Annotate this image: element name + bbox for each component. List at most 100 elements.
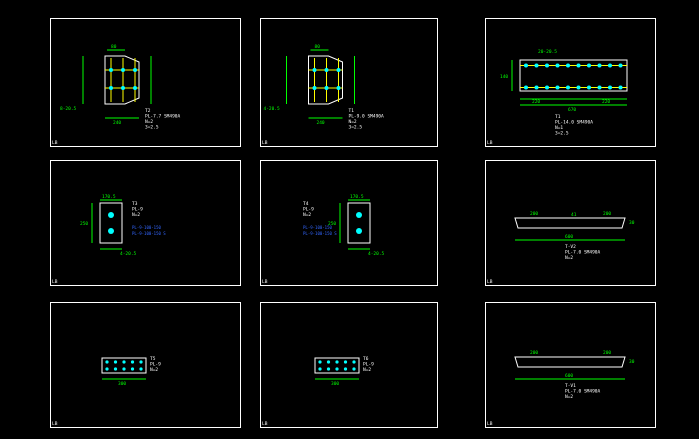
dimension-text: 4-20.5: [120, 251, 137, 257]
part-label: T-V2: [565, 244, 576, 250]
bolt-hole: [318, 367, 322, 371]
bolt-hole: [597, 63, 602, 68]
bolt-hole: [587, 85, 591, 90]
bolt-hole: [336, 86, 341, 90]
part-label: 3=2.5: [349, 125, 363, 131]
bolt-hole: [356, 212, 362, 218]
panel-frame: [485, 18, 656, 147]
bolt-hole: [356, 228, 362, 234]
panel-frame: [50, 302, 241, 428]
panel-frame: [260, 18, 438, 147]
part-label: T1: [555, 114, 561, 120]
panel-tag: LB: [487, 279, 493, 285]
bolt-hole: [326, 360, 331, 364]
panel-frame: [50, 160, 241, 286]
bolt-hole: [113, 367, 118, 371]
bolt-hole: [555, 85, 560, 90]
bolt-hole: [555, 63, 560, 68]
bolt-hole: [324, 86, 329, 90]
bolt-hole: [524, 63, 528, 68]
dimension-text: 4-20.5: [368, 251, 385, 257]
bolt-hole: [105, 367, 109, 371]
part-label: T3: [132, 201, 138, 207]
drawing-panel-p4: LB170.54-20.5250PL-9-100-150PL-9-100-150…: [50, 160, 241, 286]
part-label: PL-9.0 SM490A: [349, 114, 385, 120]
bolt-hole: [545, 85, 549, 90]
part-label: N=2: [132, 212, 140, 218]
part-label: PL-9: [132, 207, 143, 213]
bolt-hole: [343, 367, 348, 371]
part-label: PL-9: [150, 362, 161, 368]
dimension-text: 200: [530, 211, 538, 217]
bolt-hole: [545, 63, 549, 68]
bolt-hole: [335, 367, 339, 371]
dimension-text: 30: [629, 220, 635, 226]
dimension-text: 300: [118, 381, 126, 387]
bolt-hole: [113, 360, 118, 364]
bolt-hole: [122, 360, 126, 364]
bolt-hole: [130, 360, 135, 364]
bolt-hole: [576, 63, 581, 68]
bolt-hole: [324, 68, 329, 72]
section-outline: [99, 202, 123, 244]
part-label: PL-7.7 SM490A: [145, 114, 181, 120]
part-label: N=2: [145, 119, 153, 125]
part-label: T1: [349, 108, 355, 114]
bolt-hole: [318, 360, 322, 364]
panel-tag: LB: [262, 279, 268, 285]
panel-frame: [50, 18, 241, 147]
bolt-hole: [608, 63, 612, 68]
bolt-hole: [122, 367, 126, 371]
bolt-hole: [576, 85, 581, 90]
part-label: 3=2.5: [555, 131, 569, 137]
bolt-hole: [130, 367, 135, 371]
panel-tag: LB: [262, 140, 268, 146]
part-label: 3=2.5: [145, 125, 159, 131]
panel-tag: LB: [487, 421, 493, 427]
part-label: N=2: [565, 394, 573, 400]
bolt-hole: [133, 86, 137, 90]
part-label: T6: [363, 356, 369, 362]
panel-frame: [485, 160, 656, 286]
part-label: PL-7.0 SM490A: [565, 389, 601, 395]
bolt-hole: [618, 85, 623, 90]
plate-outline: [101, 357, 147, 374]
bolt-hole: [312, 86, 317, 90]
note-text: PL-9-100-150: [132, 225, 161, 230]
bolt-hole: [133, 68, 137, 72]
section-outline: [347, 202, 371, 244]
bolt-hole: [139, 367, 143, 371]
dimension-text: 8-20.5: [60, 106, 77, 112]
panel-tag: LB: [262, 421, 268, 427]
plate-outline: [308, 55, 343, 105]
note-text: PL-9-100-150 S: [132, 231, 166, 236]
bolt-hole: [566, 63, 570, 68]
dimension-text: 41: [571, 212, 577, 218]
dimension-text: 200: [603, 350, 611, 356]
bolt-hole: [109, 86, 113, 90]
part-label: T-V1: [565, 383, 576, 389]
dimension-text: 670: [568, 107, 576, 113]
part-label: N=2: [363, 367, 371, 373]
panel-tag: LB: [52, 140, 58, 146]
bolt-hole: [587, 63, 591, 68]
bolt-hole: [312, 68, 317, 72]
dimension-text: 300: [331, 381, 339, 387]
dimension-text: 240: [113, 120, 121, 126]
drawing-panel-p5: LB170.54-20.5250PL-9-100-150PL-9-100-150…: [260, 160, 438, 286]
bolt-hole: [105, 360, 109, 364]
bolt-hole: [524, 85, 528, 90]
bolt-hole: [618, 63, 623, 68]
bolt-hole: [335, 360, 339, 364]
part-label: PL-14.0 SM490A: [555, 120, 593, 126]
bolt-hole: [608, 85, 612, 90]
panel-frame: [485, 302, 656, 428]
plate-outline: [314, 357, 360, 374]
bolt-hole: [108, 212, 114, 218]
dimension-text: 30: [629, 359, 635, 365]
part-label: N=2: [150, 367, 158, 373]
